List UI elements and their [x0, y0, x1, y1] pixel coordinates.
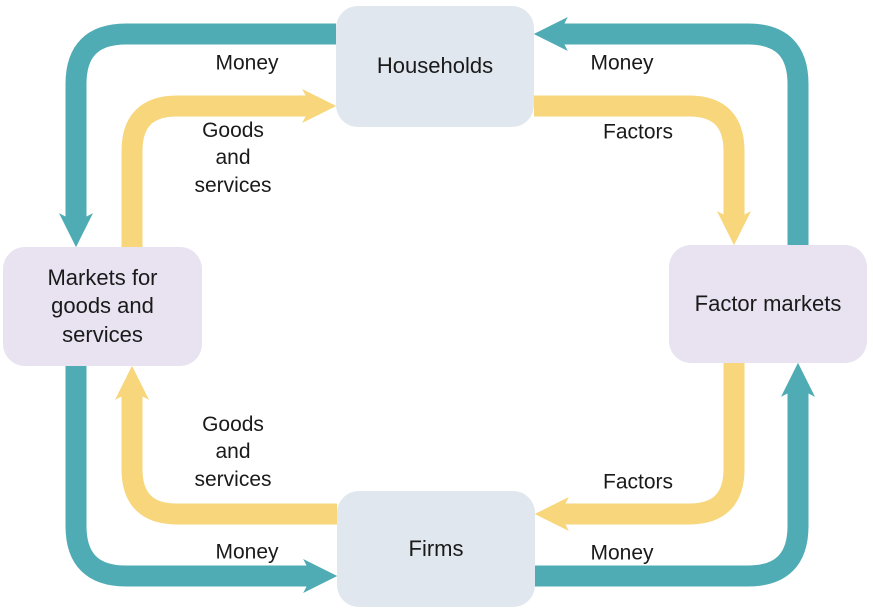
- households-node: Households: [336, 6, 534, 127]
- money-label-top-left: Money: [215, 51, 279, 75]
- factors-arrow-households-to-factor-market: [534, 95, 752, 246]
- firms-node: Firms: [337, 491, 535, 607]
- money-arrow-households-to-goods-market: [58, 23, 336, 248]
- money-label-bottom-left: Money: [215, 540, 279, 564]
- goods-arrow-firms-to-goods-market: [114, 365, 337, 525]
- money-arrow-goods-market-to-firms: [65, 366, 338, 594]
- money-arrow-firms-to-factor-market: [535, 362, 816, 587]
- money-label-bottom-right: Money: [590, 541, 654, 565]
- factor-markets-node: Factor markets: [669, 245, 867, 363]
- goods-services-label-bottom-left: Goods and services: [194, 413, 272, 491]
- goods-services-label-top-left: Goods and services: [194, 119, 272, 197]
- factors-label-top-right: Factors: [602, 120, 674, 144]
- money-arrow-factor-market-to-households: [533, 16, 809, 245]
- money-label-top-right: Money: [590, 51, 654, 75]
- goods-market-node: Markets for goods and services: [3, 247, 202, 366]
- factors-arrow-factor-market-to-firms: [534, 363, 745, 532]
- factors-label-bottom-right: Factors: [602, 470, 674, 494]
- goods-arrow-goods-market-to-households: [121, 88, 337, 247]
